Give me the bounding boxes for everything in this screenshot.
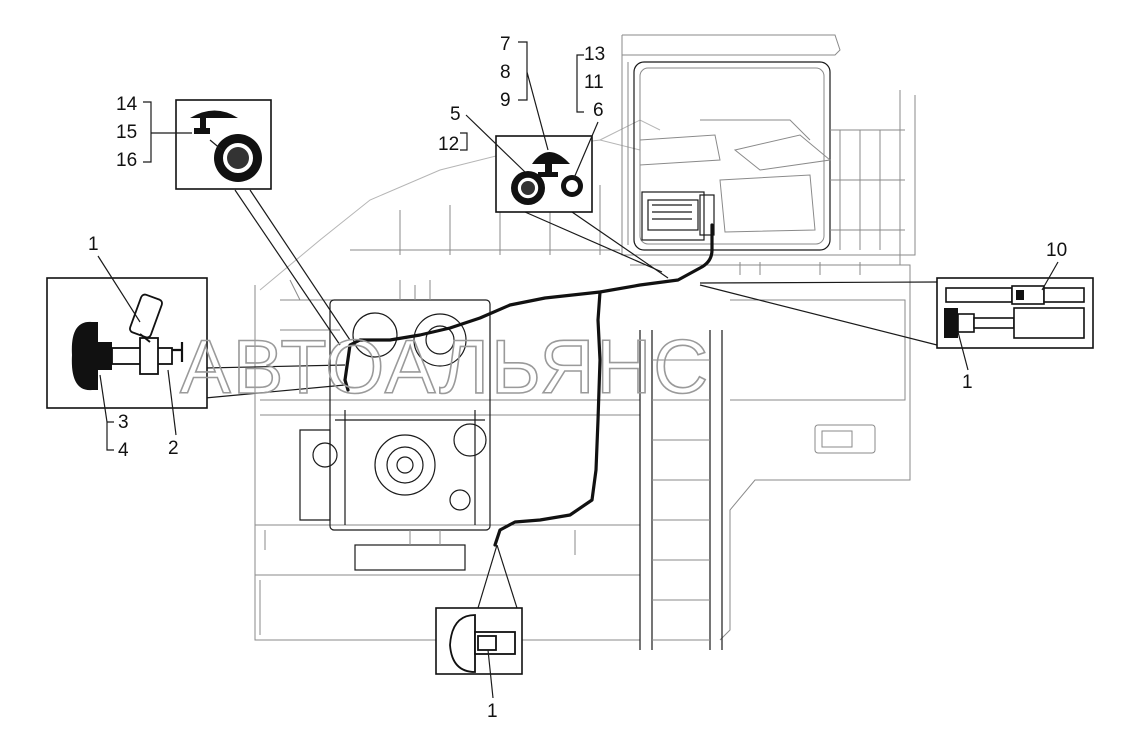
hose-reel-icon (209, 134, 262, 182)
branch-hose (343, 378, 350, 392)
callout-10: 10 (1046, 240, 1067, 261)
engine (264, 280, 576, 571)
callout-15: 15 (116, 122, 137, 143)
cab-equipment (641, 191, 715, 241)
callout-5: 5 (450, 104, 461, 125)
callout-4: 4 (118, 440, 129, 461)
machine-outline (254, 34, 916, 650)
callout-1-right: 1 (962, 372, 973, 393)
callout-16: 16 (116, 150, 137, 171)
dust-cap-icon (190, 110, 238, 134)
callout-8: 8 (500, 62, 511, 83)
callout-1-bottom: 1 (487, 701, 498, 722)
callout-2: 2 (168, 438, 179, 459)
leader-lines (204, 189, 938, 609)
operator-cab (350, 34, 916, 265)
detail-box-bottom (435, 607, 523, 675)
main-hose-down (493, 290, 602, 547)
seal-ring-icon (561, 175, 583, 197)
callout-1-left: 1 (88, 234, 99, 255)
callout-14: 14 (116, 94, 138, 115)
coupling-lower-icon (944, 307, 1085, 339)
detail-box-right (936, 277, 1094, 349)
coupling-bottom-icon (449, 614, 516, 673)
callout-11: 11 (584, 72, 604, 93)
hose-reel-icon (511, 171, 545, 205)
access-ladder (639, 330, 723, 650)
callout-13: 13 (584, 44, 605, 65)
callout-6: 6 (593, 100, 604, 121)
detail-box-top-middle (495, 135, 593, 213)
dust-cap-icon (532, 152, 570, 177)
callouts: 14 15 16 7 8 9 13 11 6 5 12 1 2 3 4 10 1 (88, 34, 1067, 722)
coupling-upper-icon (945, 285, 1085, 305)
detail-box-left (46, 277, 208, 409)
watermark: АВТОАЛЬЯНС (180, 325, 710, 410)
main-hose-cab (343, 223, 714, 382)
callout-7: 7 (500, 34, 511, 55)
callout-12: 12 (438, 134, 459, 155)
callout-3: 3 (118, 412, 129, 433)
hose-lines (343, 223, 714, 547)
callout-9: 9 (500, 90, 511, 111)
chassis (254, 262, 911, 641)
quick-coupling-assembly-icon (71, 293, 184, 391)
detail-box-top-left (175, 99, 272, 190)
